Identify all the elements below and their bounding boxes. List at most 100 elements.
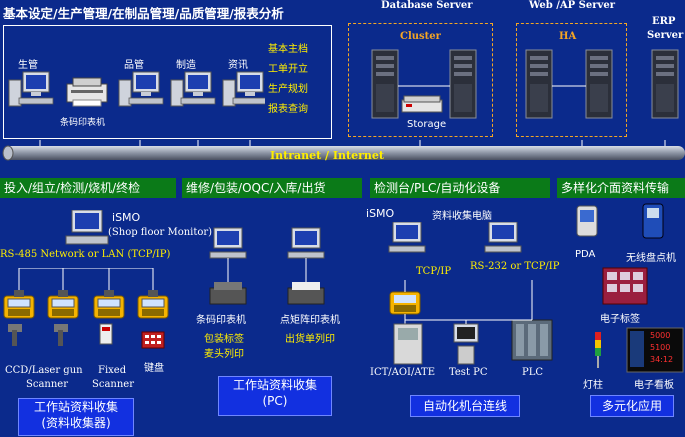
pc-icon — [209, 227, 247, 259]
board-value: 34:12 — [650, 355, 674, 364]
barcode-printer-icon — [66, 77, 108, 107]
pda-label: PDA — [575, 249, 596, 260]
left-smo-pc — [65, 210, 109, 245]
ha-group — [516, 23, 627, 137]
network-label: Intranet / Internet — [270, 149, 384, 162]
server-icon — [525, 49, 553, 119]
plc-label: PLC — [522, 367, 544, 378]
server-icon — [371, 49, 399, 119]
data-collector-icon — [93, 289, 125, 319]
erp-server-title: ERP — [652, 16, 676, 27]
server-icon — [449, 49, 477, 119]
menu-item: 生产规划 — [268, 84, 308, 95]
printer-label: 条码印表机 — [196, 315, 246, 326]
pc-icon — [8, 71, 54, 107]
pc-icon — [170, 71, 216, 107]
device-label: Scanner — [26, 379, 68, 390]
scanner-gun-icon — [54, 324, 68, 346]
electronic-board-icon — [626, 327, 684, 373]
data-collector-icon — [47, 289, 79, 319]
page-title: 基本设定/生产管理/在制品管理/品质管理/报表分析 — [3, 6, 284, 21]
ict-label: ICT/AOI/ATE — [370, 367, 436, 378]
plc-icon — [511, 319, 553, 361]
rfid-label: 电子标签 — [600, 314, 640, 325]
fixed-scanner-icon — [99, 323, 113, 345]
server-icon — [651, 49, 679, 119]
left-network-label: RS-485 Network or LAN (TCP/IP) — [0, 249, 171, 260]
cluster-group — [348, 23, 493, 137]
storage-label: Storage — [407, 119, 447, 130]
station-label: 资讯 — [228, 60, 248, 71]
scanner-gun-icon — [8, 324, 22, 346]
erp-server-title-2: Server — [647, 30, 684, 41]
ha-label: HA — [559, 31, 577, 42]
station-label: 品管 — [124, 60, 144, 71]
left-bottom-title: 工作站资料收集 — [33, 400, 118, 414]
pc-icon — [484, 222, 522, 253]
right-bottom-label: 多元化应用 — [590, 395, 674, 417]
pda-icon — [576, 205, 598, 237]
rfid-tag-icon — [602, 267, 648, 305]
data-pc-label: 资料收集电脑 — [432, 211, 492, 222]
menu-item: 工单开立 — [268, 64, 308, 75]
printer-usage: 出货单列印 — [285, 334, 335, 345]
pc-icon — [388, 222, 426, 253]
testpc-label: Test PC — [449, 367, 488, 378]
data-collector-icon — [137, 289, 169, 319]
board-label: 电子看板 — [634, 380, 674, 391]
wireless-label: 无线盘点机 — [626, 253, 676, 264]
menu-item: 报表查询 — [268, 104, 308, 115]
section-bar-shipping: 维修/包装/OQC/入库/出货 — [182, 178, 362, 198]
station-label: 生管 — [18, 60, 38, 71]
printer-usage: 包装标签 — [204, 334, 244, 345]
tcpip-label: TCP/IP — [416, 266, 452, 277]
pc-icon — [222, 71, 265, 107]
printer-usage: 麦头列印 — [204, 349, 244, 360]
db-server-title: Database Server — [381, 0, 473, 11]
board-value: 5000 — [650, 331, 671, 340]
left-bottom-subtitle: (资料收集器) — [41, 416, 111, 430]
rs232-label: RS-232 or TCP/IP — [470, 261, 560, 272]
office-workstations — [8, 71, 265, 107]
dot-matrix-printer-icon — [287, 282, 325, 305]
barcode-printer-icon — [209, 282, 247, 305]
signal-light-icon — [595, 332, 601, 368]
test-machine-icon — [393, 323, 423, 365]
test-pc-icon — [453, 323, 479, 365]
auto-equipment — [389, 280, 553, 365]
right-devices — [576, 203, 684, 373]
pc-icon — [287, 227, 325, 259]
data-collector-icon — [3, 289, 35, 319]
menu-item: 基本主档 — [268, 44, 308, 55]
cluster-label: Cluster — [400, 31, 441, 42]
wireless-scanner-icon — [642, 203, 664, 239]
mid-bottom-label: 工作站资料收集 (PC) — [218, 376, 332, 416]
auto-bottom-label: 自动化机台连线 — [410, 395, 520, 417]
storage-icon — [401, 95, 443, 113]
device-label: Scanner — [92, 379, 134, 390]
left-bottom-label: 工作站资料收集 (资料收集器) — [18, 398, 134, 436]
printer-label: 条码印表机 — [60, 118, 106, 128]
keypad-icon — [141, 331, 165, 349]
section-bar-assembly: 投入/组立/检测/烧机/终检 — [0, 178, 176, 198]
web-server-title: Web /AP Server — [529, 0, 615, 11]
auto-smo-title: iSMO — [366, 207, 395, 220]
mid-bottom-subtitle: (PC) — [262, 394, 288, 408]
device-label: CCD/Laser gun — [5, 365, 83, 376]
network-backbone — [2, 140, 685, 161]
board-value: 5100 — [650, 343, 671, 352]
section-bar-automation: 检测台/PLC/自动化设备 — [370, 178, 550, 198]
section-bar-interface: 多样化介面资料传输 — [557, 178, 685, 198]
server-icon — [585, 49, 613, 119]
printer-label: 点矩阵印表机 — [280, 315, 340, 326]
mid-workstations — [209, 227, 325, 305]
light-label: 灯柱 — [583, 380, 603, 391]
server-racks — [371, 49, 679, 119]
pc-icon — [118, 71, 164, 107]
auto-workstations — [388, 222, 522, 253]
smo-title: iSMO — [112, 211, 141, 224]
data-collector-icon — [389, 291, 421, 315]
office-panel — [3, 25, 332, 139]
mid-bottom-title: 工作站资料收集 — [232, 378, 317, 392]
station-label: 制造 — [176, 60, 196, 71]
